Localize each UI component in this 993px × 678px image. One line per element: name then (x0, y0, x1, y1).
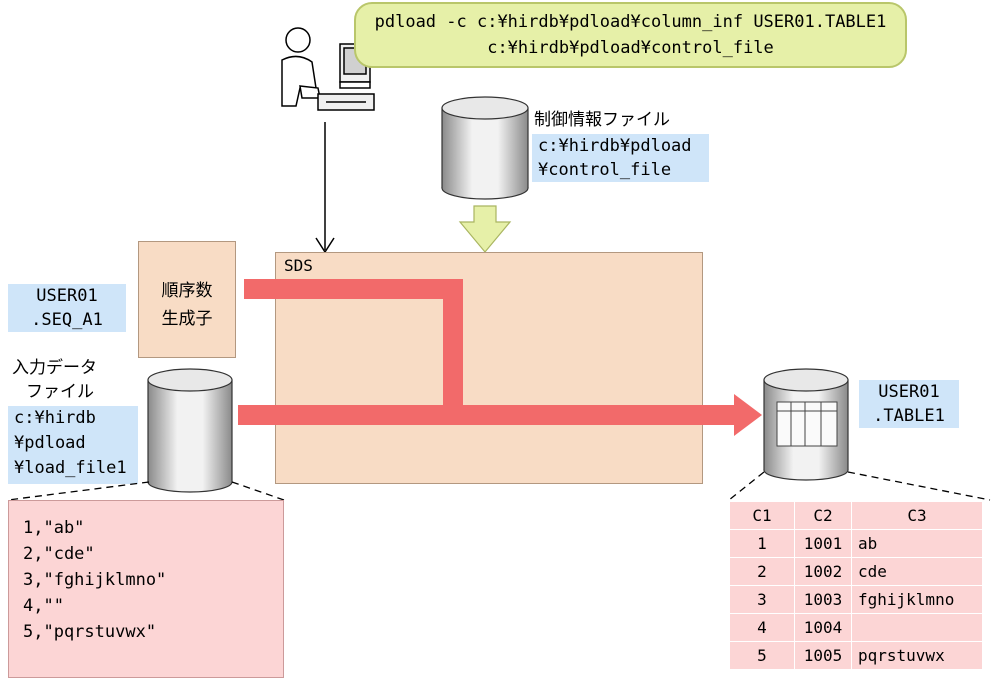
input-data-line: 4,"" (23, 596, 64, 616)
column-header: C2 (794, 501, 852, 530)
column-header: C3 (851, 501, 983, 530)
control-file-title: 制御情報ファイル (534, 110, 670, 130)
control-file-path-line-2: ¥control_file (538, 160, 672, 180)
table-row: 4 1004 (729, 613, 983, 642)
column-header: C1 (729, 501, 795, 530)
sequence-label-line-1: 順序数 (161, 281, 213, 301)
table-cell: 1001 (794, 529, 852, 558)
sequence-label-line-2: 生成子 (161, 309, 213, 329)
table-grid-icon (776, 401, 838, 447)
table-cell (851, 613, 983, 642)
target-table-label: USER01 .TABLE1 (859, 380, 959, 428)
table-cell: 5 (729, 641, 795, 670)
input-data-line: 2,"cde" (23, 544, 95, 564)
input-file-path-line-3: ¥load_file1 (14, 458, 127, 478)
command-bubble: pdload -c c:¥hirdb¥pdload¥column_inf USE… (354, 2, 907, 68)
input-file-title-line-2: ファイル (26, 382, 94, 402)
table-cell: fghijklmno (851, 585, 983, 614)
result-table: C1 C2 C3 1 1001 ab 2 1002 cde 3 1003 fgh… (729, 501, 983, 670)
sds-label: SDS (284, 256, 313, 275)
control-input-block-arrow (458, 205, 512, 253)
input-file-title-line-1: 入力データ (12, 358, 97, 378)
table-header-row: C1 C2 C3 (729, 501, 983, 530)
table-cell: 1003 (794, 585, 852, 614)
table-cell: 3 (729, 585, 795, 614)
input-data-box: 1,"ab" 2,"cde" 3,"fghijklmno" 4,"" 5,"pq… (8, 500, 284, 678)
table-row: 2 1002 cde (729, 557, 983, 586)
table-cell: pqrstuvwx (851, 641, 983, 670)
command-line-2: c:¥hirdb¥pdload¥control_file (487, 38, 774, 58)
zoom-dashed-lines (7, 471, 991, 501)
input-data-line: 1,"ab" (23, 518, 85, 538)
target-table-line-2: .TABLE1 (873, 406, 945, 426)
input-file-title: 入力データ ファイル (12, 356, 97, 404)
load-flow-arrow (238, 394, 762, 436)
sequence-generator-box: 順序数 生成子 (138, 241, 236, 358)
table-row: 1 1001 ab (729, 529, 983, 558)
table-cell: 2 (729, 557, 795, 586)
target-table-line-1: USER01 (878, 382, 940, 402)
sequence-name-label: USER01 .SEQ_A1 (8, 284, 126, 332)
target-table-cylinder (763, 368, 849, 481)
table-cell: 1004 (794, 613, 852, 642)
control-file-path: c:¥hirdb¥pdload ¥control_file (532, 134, 709, 182)
sequence-flow-arrow (244, 279, 463, 406)
input-file-path-line-1: c:¥hirdb (14, 408, 96, 428)
command-line-1: pdload -c c:¥hirdb¥pdload¥column_inf USE… (374, 12, 887, 32)
table-cell: 1002 (794, 557, 852, 586)
control-file-cylinder (441, 96, 529, 200)
table-row: 5 1005 pqrstuvwx (729, 641, 983, 670)
sequence-name-line-2: .SEQ_A1 (31, 310, 103, 330)
table-cell: cde (851, 557, 983, 586)
control-file-path-line-1: c:¥hirdb¥pdload (538, 136, 692, 156)
table-cell: 1 (729, 529, 795, 558)
table-row: 3 1003 fghijklmno (729, 585, 983, 614)
input-file-path: c:¥hirdb ¥pdload ¥load_file1 (8, 406, 138, 484)
table-cell: ab (851, 529, 983, 558)
table-cell: 4 (729, 613, 795, 642)
input-data-line: 5,"pqrstuvwx" (23, 622, 157, 642)
input-file-path-line-2: ¥pdload (14, 433, 86, 453)
input-file-cylinder (147, 368, 233, 493)
input-data-line: 3,"fghijklmno" (23, 570, 167, 590)
sequence-name-line-1: USER01 (36, 286, 98, 306)
table-cell: 1005 (794, 641, 852, 670)
